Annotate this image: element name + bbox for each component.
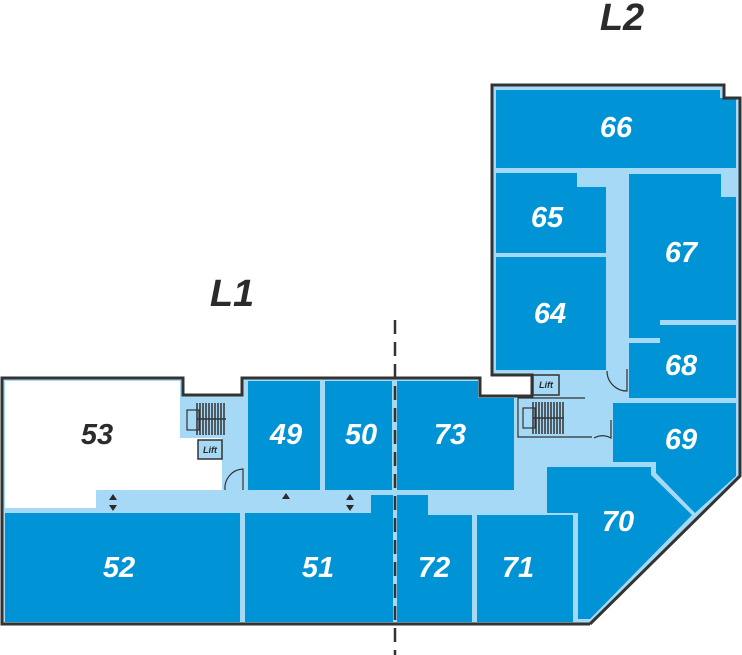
room-72[interactable] — [397, 495, 472, 622]
lift-icon: Lift — [532, 374, 560, 396]
room-label-49: 49 — [269, 419, 302, 451]
room-label-68: 68 — [665, 350, 698, 382]
room-73[interactable] — [397, 381, 514, 490]
lift-icon: Lift — [197, 439, 223, 460]
room-53-area[interactable] — [5, 381, 222, 508]
room-label-69: 69 — [665, 424, 697, 456]
room-label-66: 66 — [600, 112, 633, 144]
arrow-up-icon — [109, 494, 117, 500]
room-label-51: 51 — [302, 552, 334, 584]
rooms — [5, 90, 736, 622]
door-icon — [224, 468, 244, 491]
lift-label: Lift — [539, 380, 554, 390]
arrow-up-icon — [346, 494, 354, 500]
room-label-53: 53 — [81, 419, 113, 451]
arrow-down-icon — [109, 505, 117, 511]
room-label-71: 71 — [502, 552, 534, 584]
room-51[interactable] — [245, 495, 393, 622]
room-50[interactable] — [325, 381, 392, 490]
door-icon — [606, 369, 628, 392]
stair-arrows — [109, 493, 354, 511]
room-label-70: 70 — [602, 506, 634, 538]
door-icon — [593, 420, 612, 440]
room-label-72: 72 — [418, 552, 450, 584]
room-label-52: 52 — [103, 552, 135, 584]
room-68[interactable] — [629, 325, 736, 398]
level-label-l1: L1 — [210, 273, 254, 315]
room-49[interactable] — [248, 381, 320, 490]
room-label-65: 65 — [531, 202, 564, 234]
arrow-up-icon — [282, 493, 290, 499]
room-label-67: 67 — [665, 237, 699, 269]
room-52[interactable] — [5, 513, 240, 622]
room-66[interactable] — [496, 90, 736, 168]
room-label-73: 73 — [434, 419, 466, 451]
room-69[interactable] — [613, 403, 736, 513]
room-label-64: 64 — [534, 298, 566, 330]
room-71[interactable] — [477, 515, 573, 622]
level-label-l2: L2 — [600, 0, 644, 39]
room-64[interactable] — [496, 257, 606, 370]
lift-label: Lift — [203, 445, 218, 455]
arrow-down-icon — [346, 505, 354, 511]
room-65[interactable] — [496, 173, 606, 253]
exterior-wall — [0, 83, 742, 626]
room-label-50: 50 — [345, 419, 377, 451]
room-67[interactable] — [629, 174, 736, 338]
room-70[interactable] — [547, 467, 692, 619]
stairs-icon — [186, 403, 226, 435]
stairs-icon — [517, 397, 592, 438]
